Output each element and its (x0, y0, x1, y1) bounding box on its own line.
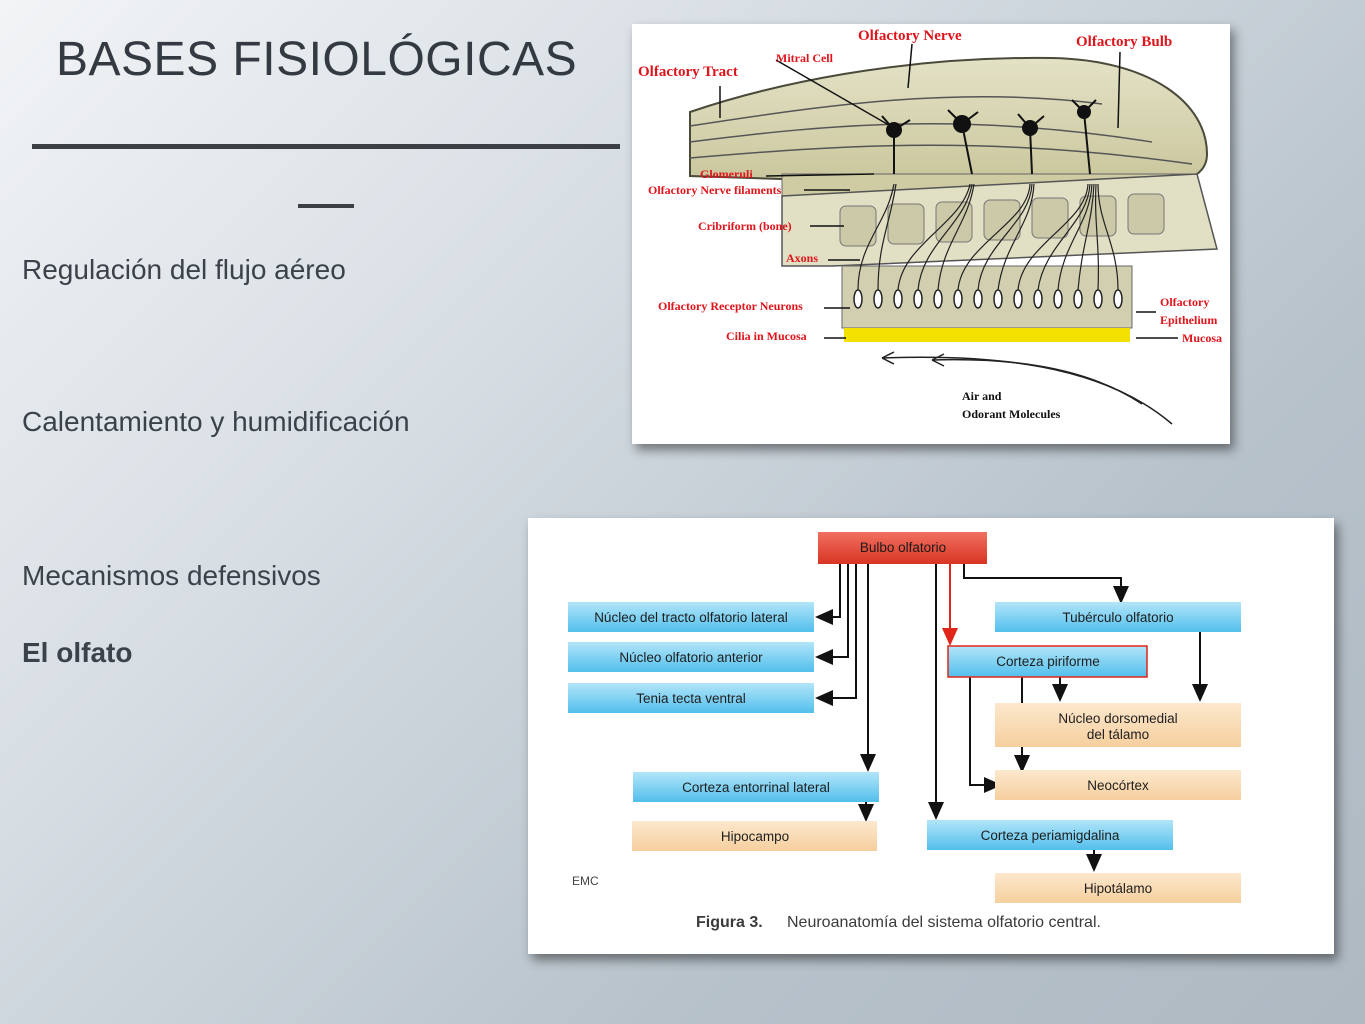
label-glomeruli: Glomeruli (700, 167, 753, 181)
title-underline-tail (298, 204, 354, 208)
figure-caption-text: Neuroanatomía del sistema olfatorio cent… (787, 914, 1101, 931)
box-nucleo-anterior-label: Núcleo olfatorio anterior (619, 650, 763, 665)
label-axons: Axons (786, 251, 818, 265)
box-neocortex (995, 770, 1241, 800)
box-bulbo (818, 532, 987, 564)
box-periamigdalina (927, 820, 1173, 850)
box-dorsomedial-label-line1: Núcleo dorsomedial (1058, 711, 1177, 726)
label-air-line2: Odorant Molecules (962, 407, 1061, 421)
bullet-airflow: Regulación del flujo aéreo (22, 254, 346, 285)
label-mitral-cell: Mitral Cell (776, 51, 834, 65)
olfactory-bulb-shape (689, 56, 1209, 186)
box-nucleo-anterior (568, 642, 814, 672)
box-tenia-label: Tenia tecta ventral (636, 691, 746, 706)
title-underline (32, 144, 620, 149)
box-piriforme-label: Corteza piriforme (996, 654, 1100, 669)
emc-logo: EMC (572, 874, 599, 888)
box-hipotalamo (995, 873, 1241, 903)
olfactory-anatomy-svg: Olfactory Nerve Olfactory Bulb Olfactory… (638, 28, 1222, 425)
label-olfactory-tract: Olfactory Tract (638, 64, 738, 80)
box-periamigdalina-label: Corteza periamigdalina (981, 828, 1120, 843)
label-cilia: Cilia in Mucosa (726, 329, 807, 343)
mucosa-layer (844, 328, 1130, 342)
label-epithelium-line1: Olfactory (1160, 295, 1209, 309)
olfactory-anatomy-figure: Olfactory Nerve Olfactory Bulb Olfactory… (632, 24, 1230, 444)
label-olfactory-nerve: Olfactory Nerve (858, 28, 962, 44)
box-hipocampo-label: Hipocampo (721, 829, 789, 844)
label-cribriform: Cribriform (bone) (698, 219, 792, 233)
box-entorrinal (633, 772, 879, 802)
box-piriforme (947, 645, 1148, 678)
box-tuberculo (995, 602, 1241, 632)
label-olfactory-bulb: Olfactory Bulb (1076, 34, 1172, 50)
bullet-defense: Mecanismos defensivos (22, 560, 321, 591)
box-hipotalamo-label: Hipotálamo (1084, 881, 1152, 896)
box-tuberculo-label: Tubérculo olfatorio (1062, 610, 1173, 625)
label-nerve-filaments: Olfactory Nerve filaments (648, 183, 782, 197)
figure-caption-label: Figura 3. (696, 914, 763, 931)
olfactory-pathway-svg: Bulbo olfatorio Núcleo del tracto olfato… (568, 532, 1241, 931)
box-nucleo-tracto (568, 602, 814, 632)
box-bulbo-label: Bulbo olfatorio (860, 540, 946, 555)
bullet-warming: Calentamiento y humidificación (22, 406, 410, 437)
label-mucosa: Mucosa (1182, 331, 1222, 345)
label-epithelium-line2: Epithelium (1160, 313, 1217, 327)
box-dorsomedial (995, 703, 1241, 747)
box-hipocampo (632, 821, 877, 851)
label-air-line1: Air and (962, 389, 1002, 403)
olfactory-pathway-diagram: Bulbo olfatorio Núcleo del tracto olfato… (528, 518, 1334, 954)
box-tenia (568, 683, 814, 713)
bullet-olfaction: El olfato (22, 637, 133, 668)
box-entorrinal-label: Corteza entorrinal lateral (682, 780, 830, 795)
box-dorsomedial-label-line2: del tálamo (1087, 727, 1149, 742)
box-neocortex-label: Neocórtex (1087, 778, 1149, 793)
box-nucleo-tracto-label: Núcleo del tracto olfatorio lateral (594, 610, 788, 625)
slide-title: BASES FISIOLÓGICAS (56, 33, 578, 86)
label-receptor-neurons: Olfactory Receptor Neurons (658, 299, 803, 313)
